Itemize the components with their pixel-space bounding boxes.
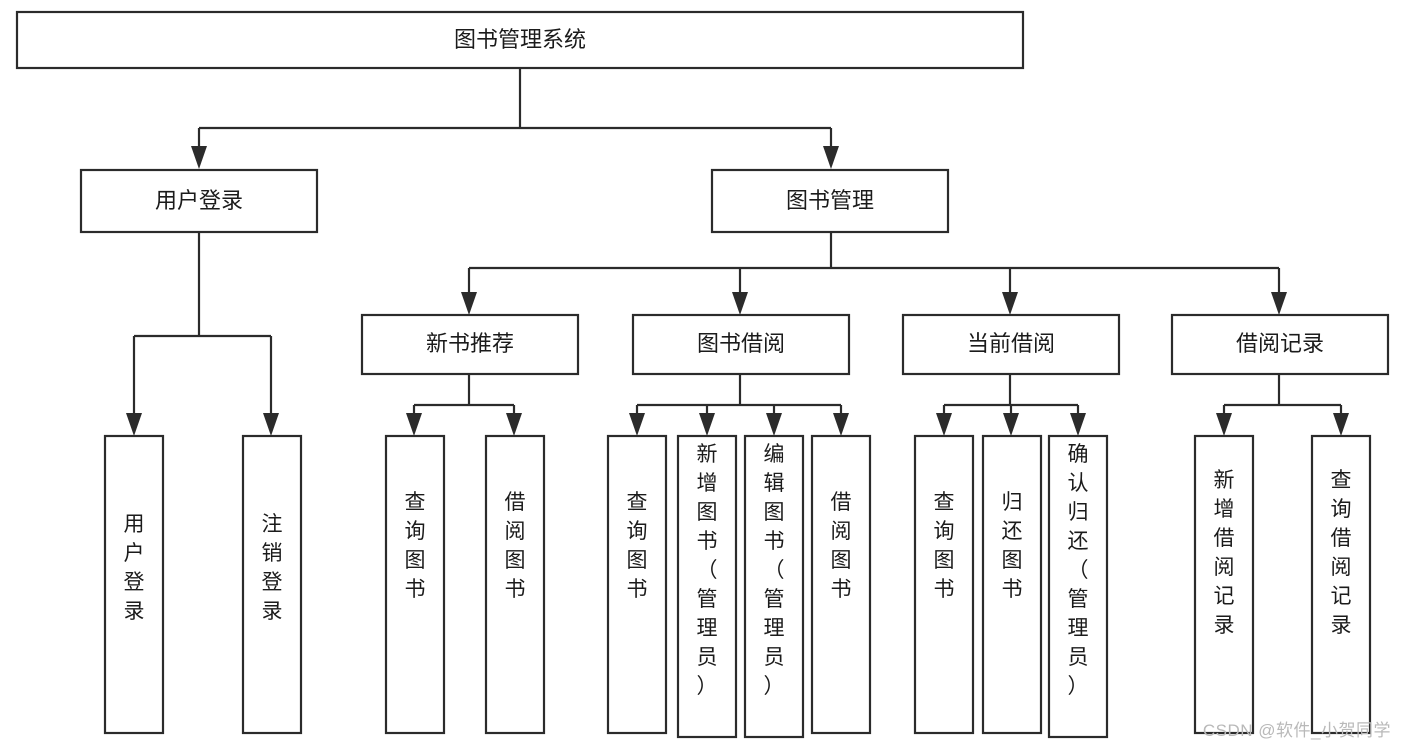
leaf-node[interactable]: 查询图书 [384, 434, 446, 735]
leaf-cb-query-box [913, 434, 975, 735]
leaf-user-login-label: 用户登录 [124, 513, 145, 623]
leaf-cb-return-label: 归还图书 [1002, 491, 1023, 601]
leaf-nbr-borrow-box [484, 434, 546, 735]
node-book-management-label: 图书管理 [786, 188, 874, 213]
leaf-node[interactable]: 借阅图书 [810, 434, 872, 735]
arrow-head-book-borrow-leaf-1 [629, 413, 645, 436]
node-current-borrow-label: 当前借阅 [967, 331, 1055, 356]
arrow-head-user-login-leaf-1 [126, 413, 142, 436]
leaf-node[interactable]: 注销登录 [241, 434, 303, 735]
leaf-cb-return-box [981, 434, 1043, 735]
connector-group-book-mgmt-to-level3 [461, 232, 1287, 315]
arrow-head-new-book-leaf-1 [406, 413, 422, 436]
leaf-node[interactable]: 查询图书 [606, 434, 668, 735]
node-book-management[interactable]: 图书管理 [710, 168, 950, 234]
node-user-login[interactable]: 用户登录 [79, 168, 319, 234]
arrow-head-current-borrow-leaf-3 [1070, 413, 1086, 436]
leaf-cb-confirm-label: 确认归还（管理员） [1068, 443, 1089, 698]
arrow-head-new-book-recommend [461, 292, 477, 315]
node-new-book-recommend[interactable]: 新书推荐 [360, 313, 580, 376]
arrow-head-book-borrow-leaf-3 [766, 413, 782, 436]
node-book-borrow-label: 图书借阅 [697, 331, 785, 356]
arrow-head-new-book-leaf-2 [506, 413, 522, 436]
leaf-br-add-label: 新增借阅记录 [1214, 469, 1235, 637]
leaf-node[interactable]: 确认归还（管理员） [1047, 434, 1109, 739]
node-book-borrow-box [631, 313, 851, 376]
node-borrow-records-label: 借阅记录 [1236, 331, 1324, 356]
leaf-bb-query-label: 查询图书 [627, 491, 648, 601]
arrow-head-book-mgmt [823, 146, 839, 169]
leaf-node[interactable]: 查询借阅记录 [1310, 434, 1372, 735]
arrow-head-book-borrow-leaf-4 [833, 413, 849, 436]
connector-group-current-borrow-to-leaves [936, 374, 1086, 436]
leaf-bb-query-box [606, 434, 668, 735]
node-borrow-records[interactable]: 借阅记录 [1170, 313, 1390, 376]
leaf-node[interactable]: 编辑图书（管理员） [743, 434, 805, 739]
arrow-head-borrow-records [1271, 292, 1287, 315]
node-user-login-box [79, 168, 319, 234]
connector-group-borrow-records-to-leaves [1216, 374, 1349, 436]
node-root[interactable]: 图书管理系统 [15, 10, 1025, 70]
arrow-head-book-borrow [732, 292, 748, 315]
leaf-nbr-query-label: 查询图书 [405, 491, 426, 601]
leaf-nbr-query-box [384, 434, 446, 735]
leaf-logout-label: 注销登录 [262, 513, 283, 623]
leaf-node[interactable]: 新增借阅记录 [1193, 434, 1255, 735]
connector-group-root-to-level2 [191, 68, 839, 169]
leaf-bb-edit-box [743, 434, 805, 739]
node-current-borrow-box [901, 313, 1121, 376]
leaf-node[interactable]: 查询图书 [913, 434, 975, 735]
leaf-node[interactable]: 归还图书 [981, 434, 1043, 735]
leaf-br-query-box [1310, 434, 1372, 735]
leaf-bb-borrow-label: 借阅图书 [831, 491, 852, 601]
leaf-node[interactable]: 用户登录 [103, 434, 165, 735]
leaf-logout-box [241, 434, 303, 735]
node-user-login-label: 用户登录 [155, 188, 243, 213]
leaf-node[interactable]: 新增图书（管理员） [676, 434, 738, 739]
connector-group-user-login-to-leaves [126, 232, 279, 436]
arrow-head-book-borrow-leaf-2 [699, 413, 715, 436]
arrow-head-current-borrow-leaf-1 [936, 413, 952, 436]
node-current-borrow[interactable]: 当前借阅 [901, 313, 1121, 376]
leaf-bb-edit-label: 编辑图书（管理员） [764, 443, 785, 698]
node-new-book-recommend-box [360, 313, 580, 376]
leaf-br-query-label: 查询借阅记录 [1331, 469, 1352, 637]
connector-group-book-borrow-to-leaves [629, 374, 849, 436]
leaf-node[interactable]: 借阅图书 [484, 434, 546, 735]
leaf-bb-add-label: 新增图书（管理员） [697, 443, 718, 698]
node-book-borrow[interactable]: 图书借阅 [631, 313, 851, 376]
leaf-bb-borrow-box [810, 434, 872, 735]
leaf-nbr-borrow-label: 借阅图书 [505, 491, 526, 601]
leaf-br-add-box [1193, 434, 1255, 735]
arrow-head-current-borrow [1002, 292, 1018, 315]
node-book-management-box [710, 168, 950, 234]
node-borrow-records-box [1170, 313, 1390, 376]
node-new-book-recommend-label: 新书推荐 [426, 331, 514, 356]
leaf-bb-add-box [676, 434, 738, 739]
leaf-cb-confirm-box [1047, 434, 1109, 739]
arrow-head-borrow-records-leaf-1 [1216, 413, 1232, 436]
arrow-head-borrow-records-leaf-2 [1333, 413, 1349, 436]
connector-group-new-book-to-leaves [406, 374, 522, 436]
arrow-head-user-login [191, 146, 207, 169]
node-root-box [15, 10, 1025, 70]
node-root-label: 图书管理系统 [454, 27, 586, 52]
leaf-cb-query-label: 查询图书 [934, 491, 955, 601]
arrow-head-current-borrow-leaf-2 [1003, 413, 1019, 436]
arrow-head-user-login-leaf-2 [263, 413, 279, 436]
leaf-user-login-box [103, 434, 165, 735]
